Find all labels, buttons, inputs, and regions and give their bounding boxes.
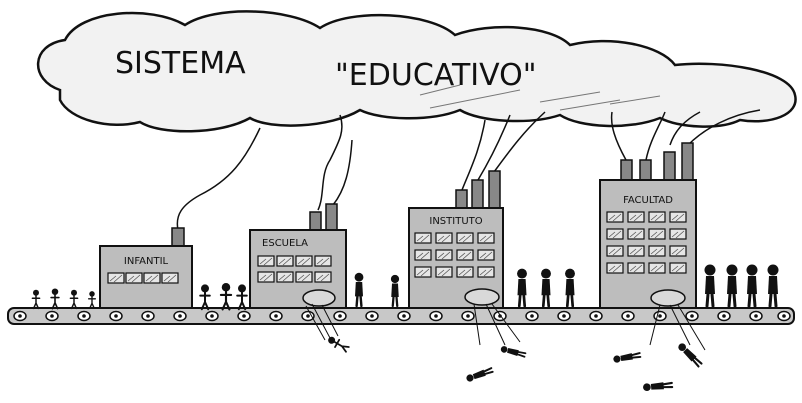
building-infantil: INFANTIL bbox=[99, 227, 193, 311]
cloud: SISTEMA "EDUCATIVO" bbox=[36, 10, 797, 133]
building-label-facultad: FACULTAD bbox=[623, 195, 673, 206]
fall-lines bbox=[305, 303, 706, 351]
building-label-instituto: INSTITUTO bbox=[429, 216, 482, 227]
smoke-lines bbox=[176, 109, 761, 231]
conveyor-belt bbox=[7, 307, 795, 325]
cloud-title-line2: "EDUCATIVO" bbox=[335, 58, 537, 93]
building-label-infantil: INFANTIL bbox=[124, 256, 169, 267]
trap-doors bbox=[302, 288, 686, 307]
cloud-title-line1: SISTEMA bbox=[115, 46, 246, 81]
falling-figures bbox=[325, 334, 704, 393]
building-label-escuela: ESCUELA bbox=[262, 238, 308, 249]
building-facultad: FACULTAD bbox=[599, 142, 697, 311]
